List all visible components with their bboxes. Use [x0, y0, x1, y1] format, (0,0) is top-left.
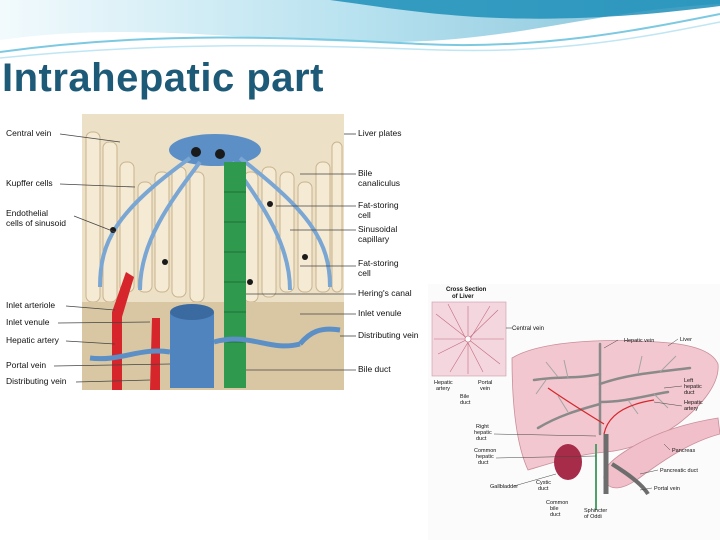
label-right-hepatic-duct-2: hepatic: [474, 430, 492, 436]
label-distributing-vein-left: Distributing vein: [6, 376, 67, 386]
label-inset-hepatic-artery-1: Hepatic: [434, 380, 453, 386]
label-inlet-venule-right: Inlet venule: [358, 308, 402, 318]
label-left-hepatic-duct-1: Left: [684, 378, 694, 384]
label-left-hepatic-duct-3: duct: [684, 390, 695, 396]
label-hepatic-vein: Hepatic vein: [624, 338, 654, 344]
label-portal-vein-main: Portal vein: [654, 486, 680, 492]
label-inset-hepatic-artery-2: artery: [436, 386, 450, 392]
label-gallbladder: Gallbladder: [490, 484, 518, 490]
label-pancreatic-duct: Pancreatic duct: [660, 468, 698, 474]
liver-shape: [511, 340, 719, 471]
label-inset-portal-vein-2: vein: [480, 386, 490, 392]
label-inset-bile-duct-1: Bile: [460, 394, 469, 400]
label-common-bile-duct-2: bile: [550, 506, 559, 512]
label-hepatic-artery: Hepatic artery: [6, 335, 60, 345]
label-capillary: capillary: [358, 234, 390, 244]
gallbladder: [554, 444, 582, 480]
label-common-bile-duct-1: Common: [546, 500, 568, 506]
label-cells-of-sinusoid: cells of sinusoid: [6, 218, 66, 228]
label-liver-plates: Liver plates: [358, 128, 401, 138]
slide-title: Intrahepatic part: [2, 56, 324, 100]
label-fat-storing-1: Fat-storing: [358, 200, 399, 210]
label-hepatic-artery-right-1: Hepatic: [684, 400, 703, 406]
label-cystic-duct-2: duct: [538, 486, 549, 492]
liver-anatomy-illustration: Cross Section of Liver Central vein Hepa…: [428, 284, 720, 540]
label-bile: Bile: [358, 168, 372, 178]
liver-lobule-illustration: Central vein Kupffer cells Endothelial c…: [6, 114, 419, 390]
label-sinusoidal: Sinusoidal: [358, 224, 397, 234]
label-fat-storing-2: Fat-storing: [358, 258, 399, 268]
label-inset-central-vein: Central vein: [512, 326, 544, 332]
label-central-vein: Central vein: [6, 128, 52, 138]
label-sphincter-1: Sphincter: [584, 508, 607, 514]
label-sphincter-2: of Oddi: [584, 514, 602, 520]
label-canaliculus: canaliculus: [358, 178, 400, 188]
label-cell-2: cell: [358, 268, 371, 278]
label-distributing-vein-right: Distributing vein: [358, 330, 419, 340]
label-kupffer-cells: Kupffer cells: [6, 178, 53, 188]
label-left-hepatic-duct-2: hepatic: [684, 384, 702, 390]
label-common-hepatic-duct-1: Common: [474, 448, 496, 454]
label-right-hepatic-duct-3: duct: [476, 436, 487, 442]
label-right-hepatic-duct-1: Right: [476, 424, 489, 430]
label-portal-vein: Portal vein: [6, 360, 46, 370]
label-inset-bile-duct-2: duct: [460, 400, 471, 406]
label-inset-portal-vein-1: Portal: [478, 380, 492, 386]
inset-title-line1: Cross Section: [446, 287, 487, 293]
label-liver: Liver: [680, 337, 692, 343]
header-wave-decoration: [0, 0, 720, 59]
label-common-hepatic-duct-3: duct: [478, 460, 489, 466]
label-endothelial: Endothelial: [6, 208, 48, 218]
label-inlet-venule-left: Inlet venule: [6, 317, 50, 327]
label-common-bile-duct-3: duct: [550, 512, 561, 518]
label-cystic-duct-1: Cystic: [536, 480, 551, 486]
label-bile-duct: Bile duct: [358, 364, 391, 374]
label-herings-canal: Hering's canal: [358, 288, 412, 298]
inset-title-line2: of Liver: [452, 294, 474, 300]
label-pancreas: Pancreas: [672, 448, 695, 454]
label-hepatic-artery-right-2: artery: [684, 406, 698, 412]
label-common-hepatic-duct-2: hepatic: [476, 454, 494, 460]
label-inlet-arteriole: Inlet arteriole: [6, 300, 55, 310]
label-cell-1: cell: [358, 210, 371, 220]
